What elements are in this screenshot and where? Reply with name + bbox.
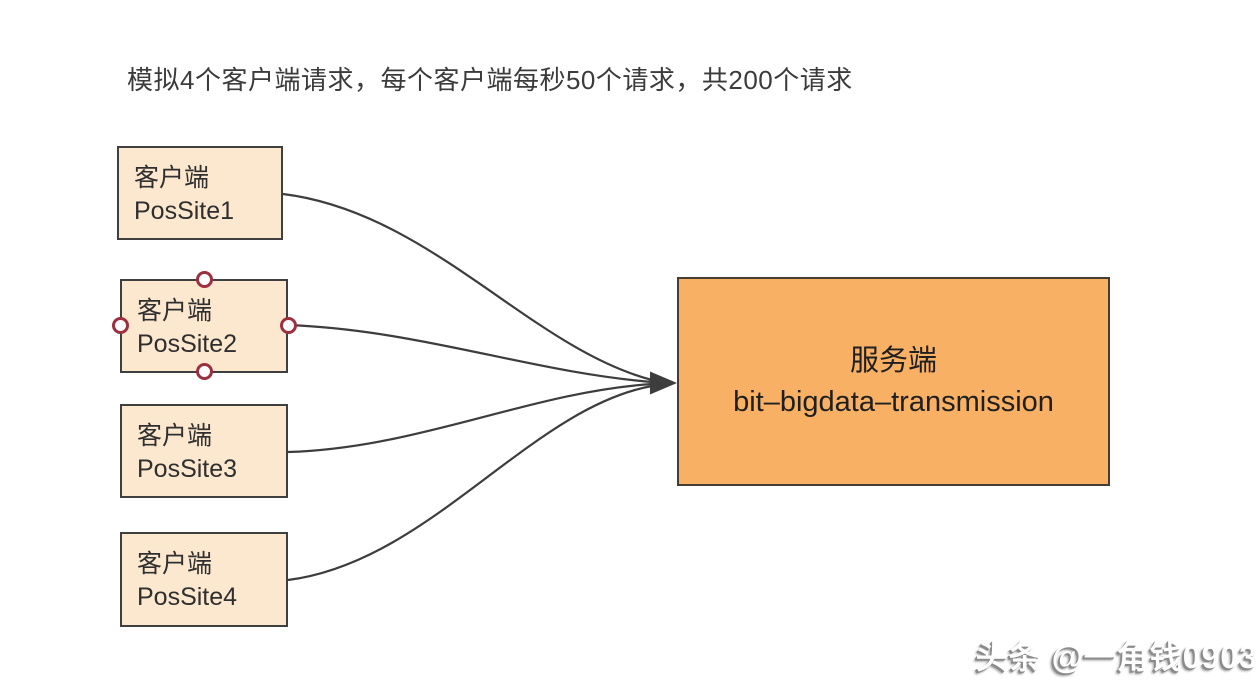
client-name-label: PosSite2: [137, 329, 238, 358]
connection-handle-bottom[interactable]: [196, 363, 213, 380]
client-name-label: PosSite3: [137, 454, 238, 483]
connector-possite1-to-server[interactable]: [282, 192, 653, 382]
connection-handle-right[interactable]: [280, 317, 297, 334]
connection-handle-left[interactable]: [112, 317, 129, 334]
client-node-possite3[interactable]: 客户端 PosSite3: [120, 404, 288, 498]
client-role-label: 客户端: [137, 297, 213, 325]
client-role-label: 客户端: [134, 164, 210, 192]
client-node-possite2[interactable]: 客户端 PosSite2: [120, 279, 288, 373]
connector-possite3-to-server[interactable]: [287, 382, 653, 454]
connection-handle-top[interactable]: [196, 271, 213, 288]
client-name-label: PosSite4: [137, 582, 238, 611]
client-node-possite4[interactable]: 客户端 PosSite4: [120, 532, 288, 627]
connector-possite2-to-server[interactable]: [287, 323, 653, 384]
server-node[interactable]: 服务端 bit–bigdata–transmission: [677, 277, 1110, 486]
client-node-possite1[interactable]: 客户端 PosSite1: [117, 146, 283, 240]
server-name-label: bit–bigdata–transmission: [733, 385, 1054, 418]
client-name-label: PosSite1: [134, 196, 235, 225]
arrowhead-icon: [650, 371, 677, 395]
watermark: 头条 @一角钱0903: [975, 639, 1258, 675]
diagram-title: 模拟4个客户端请求，每个客户端每秒50个请求，共200个请求: [127, 65, 853, 95]
server-role-label: 服务端: [849, 345, 937, 378]
client-role-label: 客户端: [137, 550, 213, 578]
connector-possite4-to-server[interactable]: [287, 384, 653, 582]
client-role-label: 客户端: [137, 422, 213, 450]
